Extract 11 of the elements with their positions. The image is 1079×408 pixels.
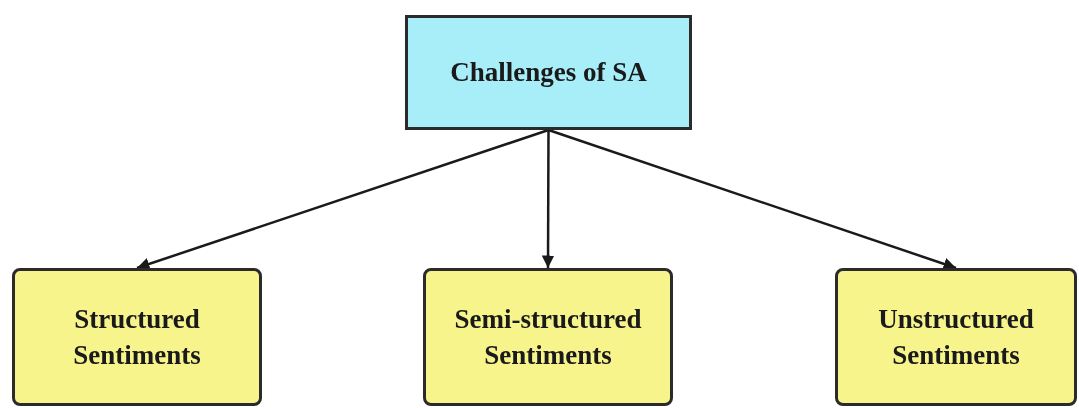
arrow [548,128,957,270]
node-label: Unstructured Sentiments [877,302,1035,372]
category-box [12,268,262,406]
node-label: Semi-structured Sentiments [453,302,643,372]
arrow [541,130,555,268]
arrow [136,128,549,270]
root-box [405,15,692,130]
category-box [423,268,673,406]
node-label: Structured Sentiments [72,302,202,372]
node-label: Challenges of SA [449,56,648,90]
category-box [835,268,1077,406]
